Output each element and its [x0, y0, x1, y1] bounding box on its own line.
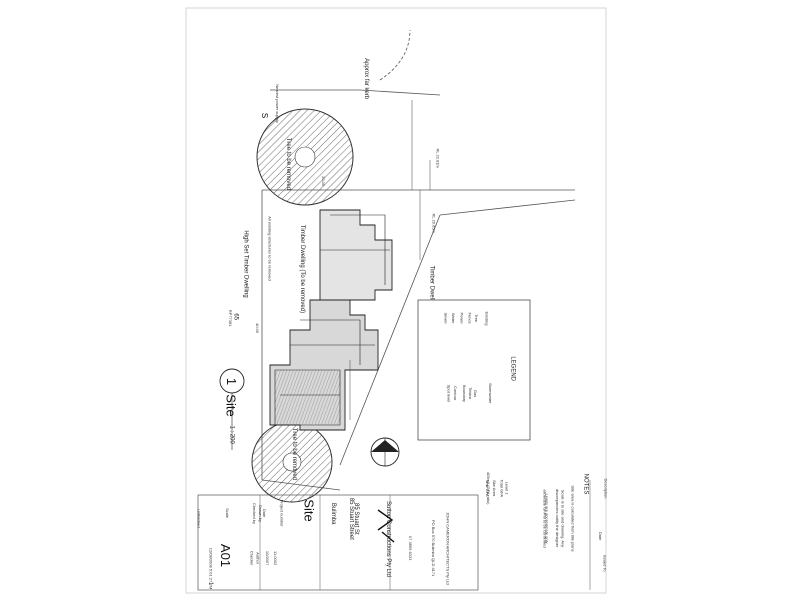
section-marker: 1 Site 1 : 200 — [219, 368, 245, 450]
existing-dwelling-label: Timber Dwelling (To be removed) — [299, 225, 305, 313]
notes-line: Site area is calculated from title plans — [571, 485, 576, 551]
legend-item: Water — [451, 313, 456, 324]
legend-item: Existing — [485, 311, 490, 325]
area-line: Level 1 — [504, 482, 509, 496]
legend-item: Sewer — [444, 312, 449, 324]
sheet-border — [185, 7, 607, 594]
drawn-by-value: Author — [256, 552, 261, 564]
area-line: Site Area — [492, 480, 497, 497]
legend: LEGEND Existing Tree Fence Power Water S… — [417, 299, 531, 441]
area-line: 405m2 (GFA ratio) — [486, 472, 491, 505]
approx-kerb-label: Approx far kerb — [363, 58, 369, 100]
firm-address: PO Box 570 Bulimba QLD 4171 — [431, 520, 436, 577]
drawing-title: Site — [302, 499, 317, 521]
legend-item: Gas — [473, 390, 478, 397]
dimension-lines — [349, 100, 431, 420]
revision-date-label: Date — [598, 532, 603, 541]
section-title: Site — [224, 394, 239, 416]
power-supply-label: Nearest power supply — [275, 84, 280, 123]
project-suburb: Bulimba — [330, 503, 336, 525]
plot-timestamp: 12/08/2008 5:01:27 PM — [208, 548, 213, 590]
issue-number: 1 — [207, 582, 213, 586]
legend-item: Stormwater — [488, 383, 493, 404]
date-value: 10/2007 — [265, 551, 270, 566]
legend-item: Fence — [467, 313, 472, 325]
notes-line: Levels are approximate only — [545, 493, 550, 543]
rl-b-label: RL 20.65m — [432, 213, 437, 233]
title-block: JOHN CAMERON ARCHITECTS Pty Ltd PO Box 5… — [197, 494, 479, 591]
section-number: 1 — [224, 378, 239, 385]
firm-logo-icon — [377, 509, 395, 543]
section-scale: 1 : 200 — [229, 425, 235, 444]
legend-item: Tree — [474, 314, 479, 323]
street-frontage-label: S — [260, 113, 269, 118]
tree-remove-label-top: Tree to be removed — [285, 138, 291, 190]
street-lines — [261, 29, 576, 491]
timber-dwelling-right-label: Timber Dwelling — [428, 266, 434, 309]
legend-item: Contour — [453, 386, 458, 401]
drawn-by-label: Drawn by — [258, 505, 263, 522]
firm-name: JOHN CAMERON ARCHITECTS Pty Ltd — [446, 512, 451, 584]
tree-top — [256, 108, 354, 206]
notes-line: allowable GFA is to be confirmed — [543, 489, 548, 547]
tree-remove-label-bottom: Tree to be removed — [291, 428, 297, 480]
legend-item: Boundary — [462, 385, 467, 402]
lot-number-label: 65 — [233, 313, 239, 320]
project-line2: 85 Stuart Street — [348, 498, 354, 540]
client-name: Sutton Constructions Pty Ltd — [385, 501, 391, 577]
firm-phone: 07 3899 6333 — [408, 536, 413, 561]
legend-title: LEGEND — [510, 356, 516, 381]
date-label: Date — [262, 509, 267, 518]
dim-a-label: 20.00 — [321, 176, 326, 187]
checked-by-label: Checked by — [252, 503, 257, 524]
legend-item: Telstra — [468, 387, 473, 400]
area-line: Max GFA — [485, 480, 490, 497]
high-set-dwelling-label: High Set Timber Dwelling — [243, 230, 249, 297]
dim-b-label: 40.00 — [255, 323, 260, 334]
notes-title: NOTES — [582, 474, 588, 495]
notes-line: Scale is to site and drawing. Any — [560, 490, 565, 548]
building-footprint — [269, 209, 393, 431]
north-arrow-icon — [370, 437, 400, 467]
rl-a-label: RL 22.81m — [436, 148, 441, 168]
legend-items: Existing Tree Fence Power Water Sewer St… — [444, 311, 494, 404]
revision-issued-label: Issued To — [602, 555, 607, 573]
existing-structures-label: All existing structures to be removed — [268, 216, 273, 280]
lot-plan-label: RP77381 — [228, 310, 233, 327]
revision-description-label: Description — [604, 478, 609, 498]
notes-line: discrepancies notify the designer — [555, 489, 560, 548]
notes-block: NOTES Site area is calculated from title… — [485, 472, 588, 552]
scale-label: Scale — [225, 508, 230, 519]
area-line: Total GFA — [499, 480, 504, 498]
unfinished-label: unfinished — [197, 509, 202, 527]
project-number-label: Project number — [279, 500, 284, 528]
project-line1: 85 Stuart St — [353, 503, 359, 535]
project-number-value: 11.0002 — [273, 551, 278, 566]
legend-item: Power — [460, 312, 465, 324]
checked-by-value: Checker — [249, 551, 254, 567]
revision-block: Description Date Issued To — [589, 478, 609, 590]
drawing-number: A01 — [218, 544, 233, 567]
legend-item: Spot level — [446, 385, 451, 403]
